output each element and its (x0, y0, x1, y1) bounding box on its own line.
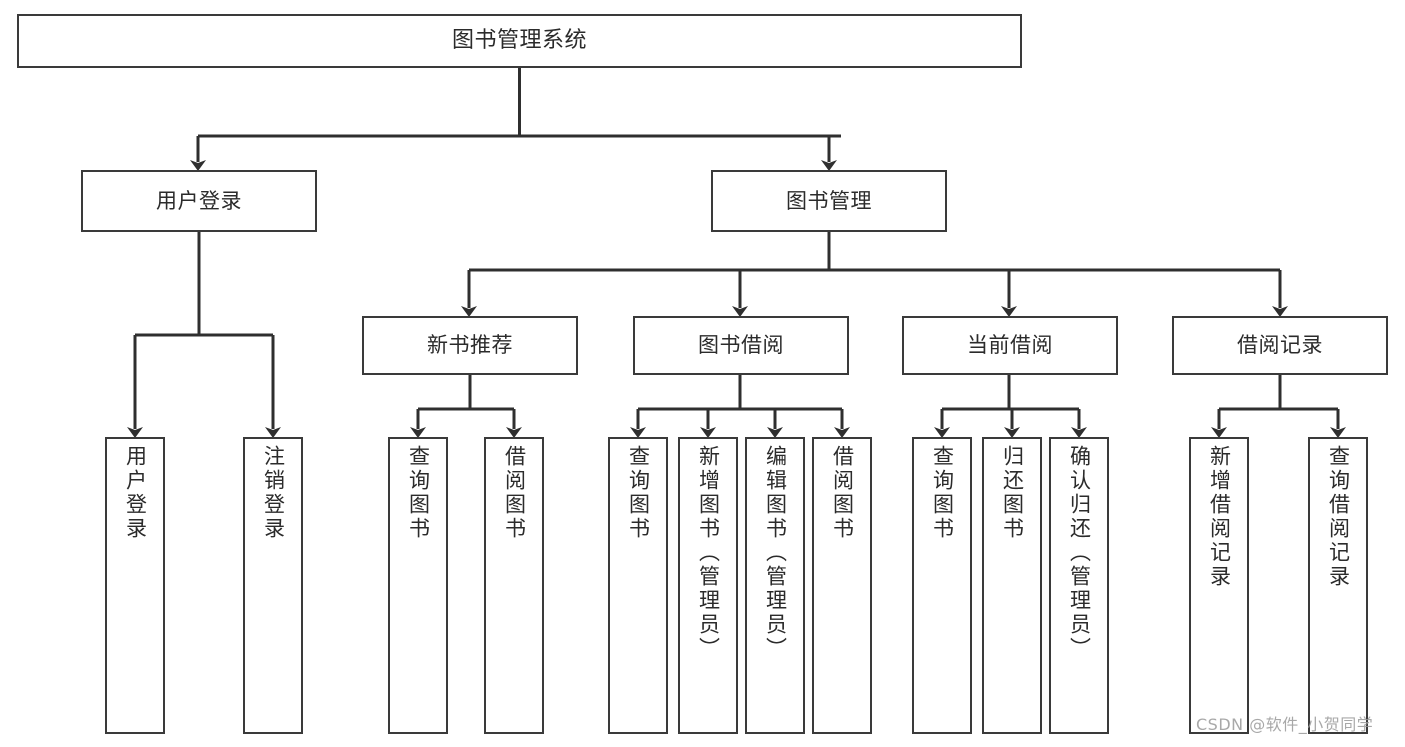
node-new-book-recommend[interactable]: 新书推荐 (362, 316, 578, 375)
leaf-edit-book-admin[interactable]: 编辑图书（管理员） (745, 437, 805, 734)
node-current-borrow[interactable]: 当前借阅 (902, 316, 1118, 375)
node-root-system[interactable]: 图书管理系统 (17, 14, 1022, 68)
node-book-management[interactable]: 图书管理 (711, 170, 947, 232)
watermark-text: CSDN @软件_小贺同学 (1196, 715, 1374, 734)
leaf-label: 用户登录 (123, 445, 148, 541)
leaf-label: 确认归还（管理员） (1067, 445, 1092, 661)
leaf-label: 新增借阅记录 (1207, 445, 1232, 589)
leaf-logout[interactable]: 注销登录 (243, 437, 303, 734)
leaf-query-borrow-record[interactable]: 查询借阅记录 (1308, 437, 1368, 734)
leaf-label: 编辑图书（管理员） (763, 445, 788, 661)
leaf-label: 借阅图书 (502, 445, 527, 541)
node-user-login[interactable]: 用户登录 (81, 170, 317, 232)
node-book-borrow[interactable]: 图书借阅 (633, 316, 849, 375)
leaf-borrow-book-newbook[interactable]: 借阅图书 (484, 437, 544, 734)
leaf-lend-book[interactable]: 借阅图书 (812, 437, 872, 734)
leaf-query-book-newbook[interactable]: 查询图书 (388, 437, 448, 734)
leaf-label: 查询借阅记录 (1326, 445, 1351, 589)
leaf-query-book-current[interactable]: 查询图书 (912, 437, 972, 734)
leaf-query-book-borrow[interactable]: 查询图书 (608, 437, 668, 734)
node-borrow-record[interactable]: 借阅记录 (1172, 316, 1388, 375)
leaf-confirm-return-admin[interactable]: 确认归还（管理员） (1049, 437, 1109, 734)
leaf-label: 新增图书（管理员） (696, 445, 721, 661)
leaf-return-book[interactable]: 归还图书 (982, 437, 1042, 734)
leaf-label: 查询图书 (930, 445, 955, 541)
leaf-label: 查询图书 (626, 445, 651, 541)
leaf-label: 归还图书 (1000, 445, 1025, 541)
leaf-label: 注销登录 (261, 445, 286, 541)
leaf-user-login[interactable]: 用户登录 (105, 437, 165, 734)
leaf-add-borrow-record[interactable]: 新增借阅记录 (1189, 437, 1249, 734)
leaf-label: 查询图书 (406, 445, 431, 541)
leaf-add-book-admin[interactable]: 新增图书（管理员） (678, 437, 738, 734)
leaf-label: 借阅图书 (830, 445, 855, 541)
